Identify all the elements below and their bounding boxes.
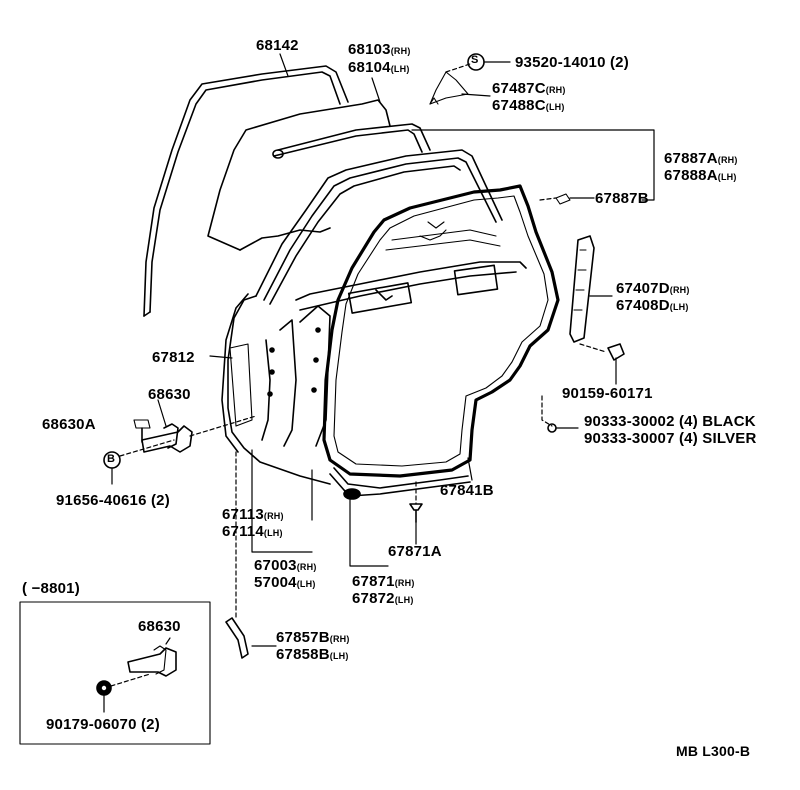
label-67488c: 67488C(LH) bbox=[492, 98, 565, 113]
suffix-lh: (LH) bbox=[329, 651, 349, 661]
door-check-68630 bbox=[133, 399, 257, 453]
label-67857b: 67857B(RH) bbox=[276, 630, 350, 645]
suffix-rh: (RH) bbox=[394, 578, 415, 588]
weatherstrip-67887a bbox=[272, 123, 431, 159]
label-68630: 68630 bbox=[148, 386, 191, 403]
label-67887a: 67887A(RH) bbox=[664, 151, 738, 166]
suffix-rh: (RH) bbox=[669, 285, 690, 295]
label-67872: 67872(LH) bbox=[352, 591, 414, 606]
hose-67857b bbox=[225, 617, 249, 659]
label-67857b-num: 67857B bbox=[276, 629, 330, 646]
bracket-67487c bbox=[429, 61, 511, 105]
label-67114: 67114(LH) bbox=[222, 524, 283, 539]
inset-range: ( −8801) bbox=[22, 580, 80, 597]
suffix-lh: (LH) bbox=[296, 579, 316, 589]
label-68630-inset: 68630 bbox=[138, 618, 181, 635]
label-57004-num: 57004 bbox=[254, 574, 297, 591]
suffix-rh: (RH) bbox=[263, 511, 284, 521]
label-67841b: 67841B bbox=[440, 482, 494, 499]
label-57004: 57004(LH) bbox=[254, 575, 316, 590]
weatherstrip-67841b bbox=[322, 184, 560, 478]
door-frame bbox=[221, 149, 527, 485]
label-93520: 93520-14010 (2) bbox=[515, 54, 629, 71]
door-glass bbox=[207, 77, 391, 251]
clip-67871a bbox=[409, 481, 423, 545]
label-67407d-num: 67407D bbox=[616, 280, 670, 297]
suffix-lh: (LH) bbox=[263, 528, 283, 538]
label-67858b-num: 67858B bbox=[276, 646, 330, 663]
label-90333-black: 90333-30002 (4) BLACK bbox=[584, 413, 756, 430]
callout-b: B bbox=[107, 453, 116, 465]
callout-s: S bbox=[471, 54, 479, 66]
suffix-rh: (RH) bbox=[545, 85, 566, 95]
plug-90333 bbox=[541, 395, 579, 433]
suffix-rh: (RH) bbox=[296, 562, 317, 572]
diagram-code: MB L300-B bbox=[676, 743, 751, 759]
label-68103-num: 68103 bbox=[348, 41, 391, 58]
suffix-lh: (LH) bbox=[545, 102, 565, 112]
label-67872-num: 67872 bbox=[352, 590, 395, 607]
label-90179: 90179-06070 (2) bbox=[46, 716, 160, 733]
label-68104-num: 68104 bbox=[348, 59, 391, 76]
leader-67887a bbox=[411, 129, 655, 205]
label-67113-num: 67113 bbox=[222, 506, 264, 523]
label-68630a: 68630A bbox=[42, 416, 96, 433]
label-67407d: 67407D(RH) bbox=[616, 281, 690, 296]
label-67887b: 67887B bbox=[595, 190, 649, 207]
label-67114-num: 67114 bbox=[222, 523, 264, 540]
label-67487c: 67487C(RH) bbox=[492, 81, 566, 96]
label-67113: 67113(RH) bbox=[222, 507, 284, 522]
suffix-lh: (LH) bbox=[394, 595, 414, 605]
label-67871-num: 67871 bbox=[352, 573, 395, 590]
sealing-cover-67812 bbox=[229, 343, 253, 427]
suffix-rh: (RH) bbox=[717, 155, 738, 165]
label-67812: 67812 bbox=[152, 349, 195, 366]
suffix-lh: (LH) bbox=[717, 172, 737, 182]
suffix-lh: (LH) bbox=[390, 64, 410, 74]
label-90159: 90159-60171 bbox=[562, 385, 653, 402]
label-67888a-num: 67888A bbox=[664, 167, 718, 184]
label-67871a: 67871A bbox=[388, 543, 442, 560]
label-67887a-num: 67887A bbox=[664, 150, 718, 167]
label-67408d-num: 67408D bbox=[616, 297, 670, 314]
suffix-rh: (RH) bbox=[390, 46, 411, 56]
suffix-rh: (RH) bbox=[329, 634, 350, 644]
channel-67407d bbox=[569, 235, 625, 385]
label-67858b: 67858B(LH) bbox=[276, 647, 349, 662]
label-67003-num: 67003 bbox=[254, 557, 297, 574]
label-67871: 67871(RH) bbox=[352, 574, 415, 589]
label-67888a: 67888A(LH) bbox=[664, 168, 737, 183]
label-67003: 67003(RH) bbox=[254, 558, 317, 573]
weatherstrip-67871 bbox=[329, 467, 471, 500]
run-channel-68142 bbox=[143, 53, 349, 317]
label-68104: 68104(LH) bbox=[348, 60, 410, 75]
label-90333-silver: 90333-30007 (4) SILVER bbox=[584, 430, 757, 447]
label-67488c-num: 67488C bbox=[492, 97, 546, 114]
label-91656: 91656-40616 (2) bbox=[56, 492, 170, 509]
screw-callouts bbox=[103, 53, 485, 485]
suffix-lh: (LH) bbox=[669, 302, 689, 312]
label-68142: 68142 bbox=[256, 37, 299, 54]
label-67487c-num: 67487C bbox=[492, 80, 546, 97]
label-68103: 68103(RH) bbox=[348, 42, 411, 57]
label-67408d: 67408D(LH) bbox=[616, 298, 689, 313]
inset-box bbox=[19, 601, 211, 745]
leaders bbox=[209, 355, 473, 647]
